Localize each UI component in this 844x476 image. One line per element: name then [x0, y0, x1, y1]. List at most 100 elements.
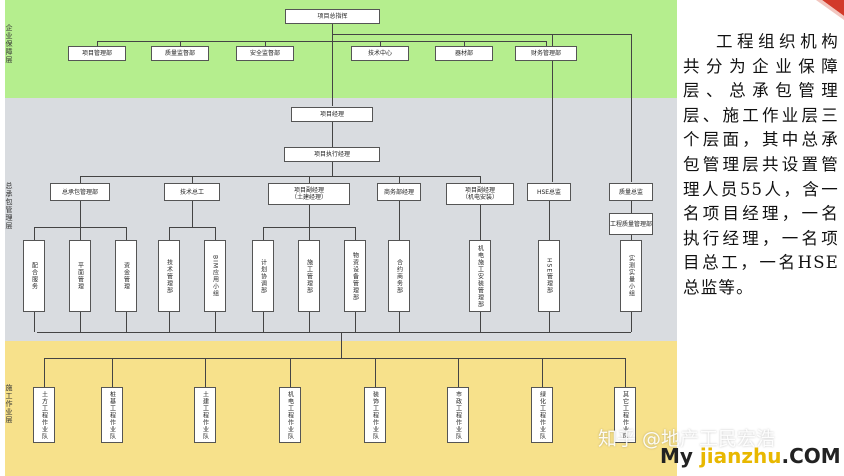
connector-line: [80, 201, 81, 227]
connector-line: [399, 176, 400, 183]
mgmt-role-box: HSE总监: [527, 183, 571, 201]
connector-line: [215, 227, 216, 240]
connector-line: [34, 227, 35, 240]
connector-line: [80, 227, 81, 240]
org-chart: 企业保障层 总承包管理层 施工作业层 项目总指挥项目管理部质量监督部安全监督部技…: [5, 0, 677, 476]
connector-line: [355, 227, 356, 240]
enterprise-dept-box: 器材部: [435, 46, 493, 61]
connector-line: [180, 41, 181, 46]
connector-line: [44, 358, 45, 387]
mgmt-dept-box: 机电施工安装管理部: [469, 240, 491, 312]
connector-line: [37, 332, 631, 333]
corner-ribbon-icon: [816, 0, 844, 20]
connector-line: [169, 227, 170, 240]
connector-line: [546, 41, 547, 46]
mgmt-dept-box: 技术管理部: [158, 240, 180, 312]
work-team-box: 装饰工程作业队: [364, 387, 386, 443]
connector-line: [332, 34, 631, 35]
connector-line: [205, 358, 206, 387]
connector-line: [332, 24, 333, 106]
connector-line: [625, 358, 626, 387]
layer-label-enterprise: 企业保障层: [5, 24, 13, 64]
layer-management: [5, 98, 677, 341]
connector-line: [309, 205, 310, 227]
connector-line: [631, 312, 632, 332]
mgmt-dept-box: 实测实量小组: [620, 240, 642, 312]
quality-dept-box: 工程质量管理部: [609, 213, 653, 235]
mgmt-dept-box: 平面管理: [69, 240, 91, 312]
mgmt-role-box: 项目副经理 （土建经理）: [268, 183, 350, 205]
layer-label-management: 总承包管理层: [5, 182, 13, 230]
project-manager-box: 项目经理: [291, 107, 373, 122]
connector-line: [44, 358, 625, 359]
enterprise-dept-box: 安全监督部: [236, 46, 294, 61]
connector-line: [169, 312, 170, 332]
mgmt-role-box: 总承包管理部: [50, 183, 110, 201]
connector-line: [215, 312, 216, 332]
connector-line: [480, 205, 481, 240]
connector-line: [80, 176, 81, 183]
connector-line: [290, 358, 291, 387]
connector-line: [332, 162, 333, 176]
connector-line: [263, 312, 264, 332]
mgmt-role-box: 技术总工: [164, 183, 220, 201]
work-team-box: 土方工程作业队: [33, 387, 55, 443]
mgmt-dept-box: 资金管理: [115, 240, 137, 312]
mgmt-dept-box: HSE管理部: [538, 240, 560, 312]
mgmt-dept-box: 合约商务部: [388, 240, 410, 312]
connector-line: [192, 201, 193, 227]
connector-line: [126, 227, 127, 240]
connector-line: [542, 358, 543, 387]
mgmt-dept-box: 配合服务: [23, 240, 45, 312]
connector-line: [97, 41, 546, 42]
mgmt-role-box: 质量总监: [609, 183, 653, 201]
connector-line: [341, 332, 342, 358]
mgmt-role-box: 商务部经理: [377, 183, 421, 201]
connector-line: [80, 176, 480, 177]
connector-line: [263, 227, 264, 240]
work-team-box: 桩基工程作业队: [101, 387, 123, 443]
connector-line: [631, 34, 632, 182]
connector-line: [458, 358, 459, 387]
connector-line: [309, 176, 310, 183]
connector-line: [399, 201, 400, 240]
work-team-box: 机电工程作业队: [279, 387, 301, 443]
connector-line: [309, 312, 310, 332]
connector-line: [80, 312, 81, 332]
enterprise-dept-box: 财务管理部: [515, 46, 577, 61]
mgmt-dept-box: 施工管理部: [298, 240, 320, 312]
brand-part-a: My: [660, 444, 700, 468]
connector-line: [480, 176, 481, 183]
connector-line: [399, 312, 400, 332]
connector-line: [169, 227, 215, 228]
connector-line: [631, 235, 632, 240]
connector-line: [631, 201, 632, 213]
connector-line: [265, 41, 266, 46]
mgmt-dept-box: 物资设备管理部: [344, 240, 366, 312]
brand-part-b: jianzhu: [699, 444, 782, 468]
connector-line: [34, 312, 35, 332]
connector-line: [97, 41, 98, 46]
connector-line: [549, 312, 550, 332]
work-team-box: 其它工程作业队: [614, 387, 636, 443]
zhihu-watermark: 知乎 @地产工民宏浩: [598, 428, 776, 450]
connector-line: [355, 312, 356, 332]
top-commander-box: 项目总指挥: [285, 9, 380, 24]
enterprise-dept-box: 质量监督部: [151, 46, 209, 61]
layer-label-construction: 施工作业层: [5, 384, 13, 424]
connector-line: [480, 312, 481, 332]
mgmt-dept-box: BIM应用小组: [204, 240, 226, 312]
brand-watermark: My jianzhu.COM: [660, 444, 841, 468]
connector-line: [192, 176, 193, 183]
description-paragraph: 工程组织机构共分为企业保障层、总承包管理层、施工作业层三个层面，其中总承包管理层…: [683, 32, 839, 297]
mgmt-dept-box: 计划协调部: [252, 240, 274, 312]
connector-line: [309, 227, 310, 240]
connector-line: [380, 41, 381, 46]
connector-line: [112, 358, 113, 387]
connector-line: [552, 34, 553, 182]
work-team-box: 绿化工程作业队: [531, 387, 553, 443]
exec-manager-box: 项目执行经理: [284, 147, 380, 162]
connector-line: [549, 201, 550, 240]
enterprise-dept-box: 技术中心: [351, 46, 409, 61]
description-text: 工程组织机构共分为企业保障层、总承包管理层、施工作业层三个层面，其中总承包管理层…: [683, 30, 839, 301]
